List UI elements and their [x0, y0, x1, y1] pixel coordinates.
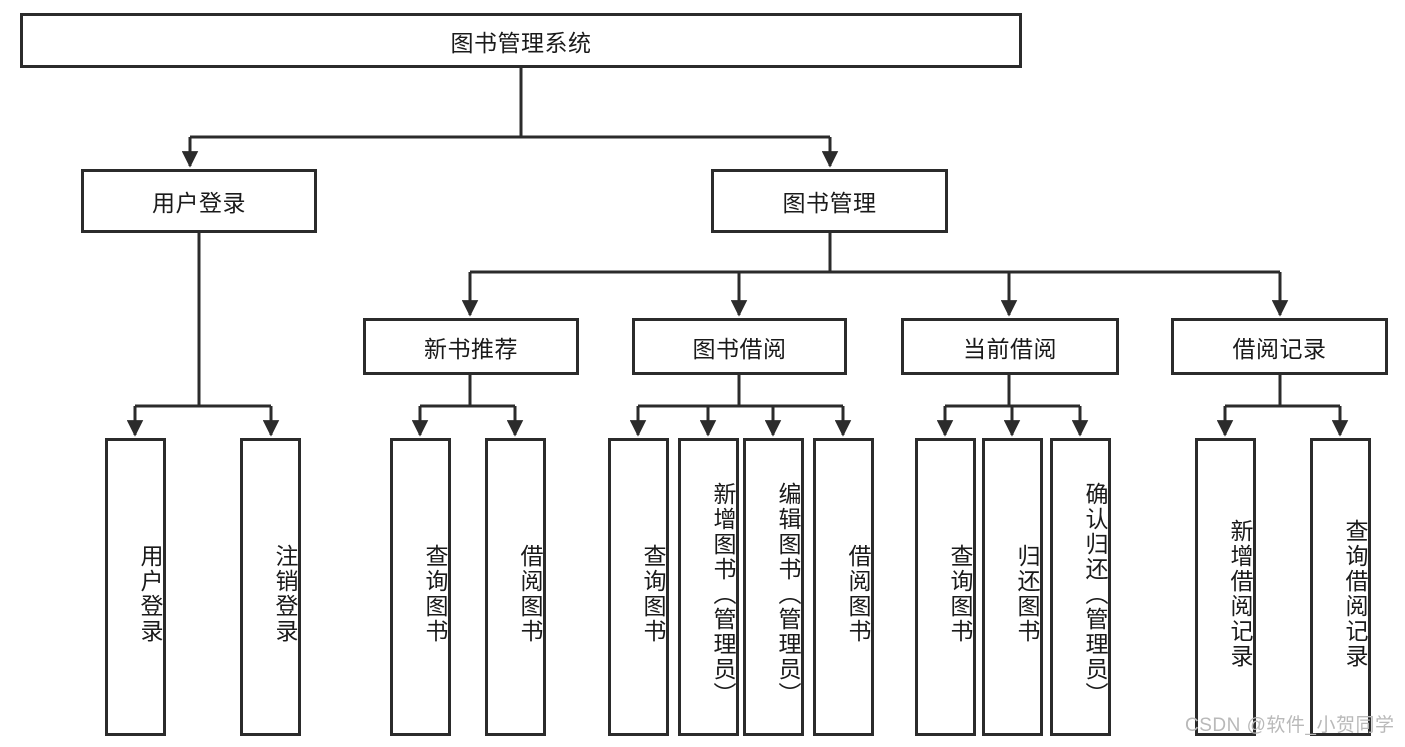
node-leaf-edit-book-admin[interactable]: 编辑图书（管理员）: [743, 438, 804, 736]
node-leaf-add-book-admin[interactable]: 新增图书（管理员）: [678, 438, 739, 736]
node-user-login[interactable]: 用户登录: [81, 169, 317, 233]
node-label: 图书管理: [782, 190, 877, 216]
node-leaf-borrow-book[interactable]: 借阅图书: [813, 438, 874, 736]
node-book-management[interactable]: 图书管理: [711, 169, 948, 233]
node-label: 新书推荐: [424, 335, 518, 362]
node-leaf-logout-login[interactable]: 注销登录: [240, 438, 301, 736]
watermark: CSDN @软件_小贺同学: [1185, 715, 1395, 736]
node-borrow-record[interactable]: 借阅记录: [1171, 318, 1388, 375]
node-label: 新增借阅记录: [1227, 519, 1253, 669]
node-label: 借阅记录: [1232, 335, 1327, 362]
node-leaf-query-borrow-record[interactable]: 查询借阅记录: [1310, 438, 1371, 736]
node-leaf-query-book-current[interactable]: 查询图书: [915, 438, 976, 736]
node-label: 新增图书（管理员）: [710, 481, 736, 707]
node-label: 编辑图书（管理员）: [775, 481, 801, 707]
node-label: 借阅图书: [845, 544, 871, 644]
node-label: 查询图书: [947, 544, 973, 644]
node-leaf-borrow-book-recommend[interactable]: 借阅图书: [485, 438, 546, 736]
node-leaf-user-login[interactable]: 用户登录: [105, 438, 166, 736]
node-leaf-add-borrow-record[interactable]: 新增借阅记录: [1195, 438, 1256, 736]
node-label: 查询图书: [422, 544, 448, 644]
node-new-book-recommend[interactable]: 新书推荐: [363, 318, 579, 375]
node-current-borrow[interactable]: 当前借阅: [901, 318, 1119, 375]
node-book-management-system[interactable]: 图书管理系统: [20, 13, 1022, 68]
node-label: 当前借阅: [963, 335, 1057, 362]
node-label: 用户登录: [137, 544, 163, 644]
node-leaf-query-book-recommend[interactable]: 查询图书: [390, 438, 451, 736]
node-label: 图书管理系统: [450, 29, 592, 56]
node-label: 借阅图书: [517, 544, 543, 644]
node-label: 图书借阅: [692, 335, 787, 362]
node-label: 归还图书: [1014, 544, 1040, 644]
node-leaf-confirm-return-admin[interactable]: 确认归还（管理员）: [1050, 438, 1111, 736]
node-label: 确认归还（管理员）: [1082, 481, 1108, 707]
node-leaf-query-book-borrow[interactable]: 查询图书: [608, 438, 669, 736]
node-book-borrow[interactable]: 图书借阅: [632, 318, 847, 375]
node-label: 查询图书: [640, 544, 666, 644]
node-label: 查询借阅记录: [1342, 519, 1368, 669]
node-label: 注销登录: [272, 544, 298, 644]
node-label: 用户登录: [152, 190, 246, 216]
node-leaf-return-book[interactable]: 归还图书: [982, 438, 1043, 736]
